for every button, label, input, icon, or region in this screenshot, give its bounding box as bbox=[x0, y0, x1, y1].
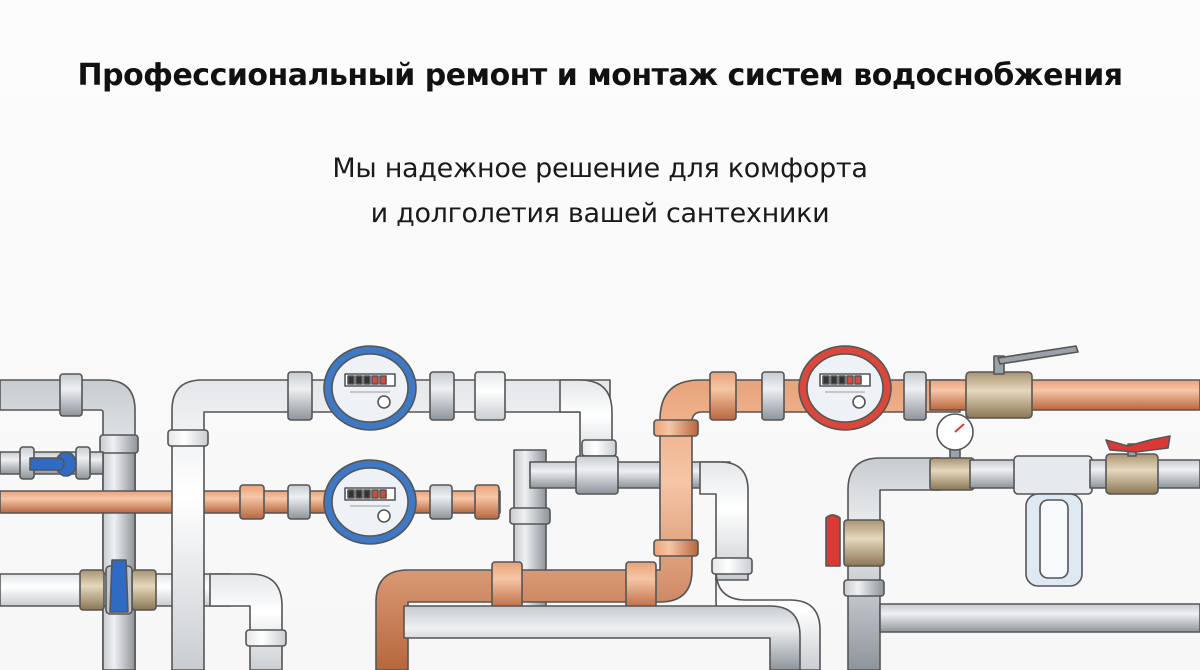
red-valve-handle-icon bbox=[825, 514, 841, 567]
subtitle-line-2: и долголетия вашей сантехники bbox=[370, 198, 830, 229]
gray-vertical-pipe-left bbox=[102, 439, 136, 670]
gray-lever-valve-icon bbox=[997, 345, 1079, 365]
red-water-meter-icon bbox=[798, 345, 892, 431]
ball-valve-icon bbox=[29, 457, 65, 471]
blue-water-meter-lower-icon bbox=[323, 459, 417, 545]
page-title: Профессиональный ремонт и монтаж систем … bbox=[77, 58, 1123, 93]
subtitle-line-1: Мы надежное решение для комфорта bbox=[332, 153, 868, 184]
page-subtitle: Мы надежное решение для комфорта и долго… bbox=[0, 146, 1200, 236]
blue-valve-handle-icon bbox=[109, 559, 129, 613]
plumbing-illustration bbox=[0, 345, 1200, 670]
blue-water-meter-upper-icon bbox=[323, 345, 417, 431]
gray-pipe-middle bbox=[529, 461, 731, 489]
